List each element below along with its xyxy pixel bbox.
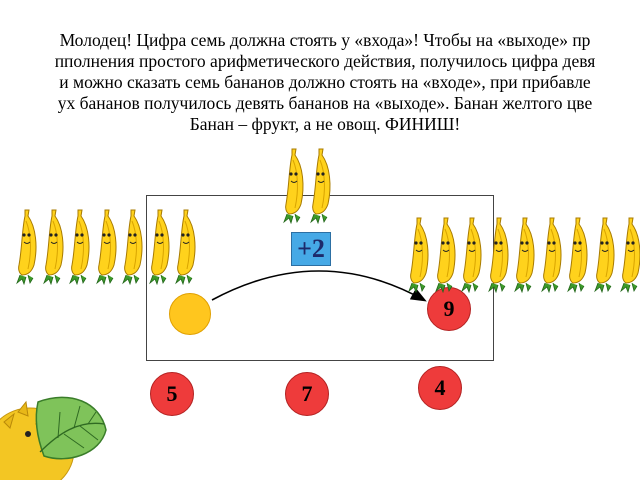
- output-banana-8: [593, 215, 620, 294]
- output-banana-1: [408, 215, 434, 294]
- added-banana-1: [283, 146, 309, 225]
- choice-button-7[interactable]: 7: [285, 372, 329, 416]
- choice-button-5[interactable]: 5: [150, 372, 194, 416]
- output-banana-3: [461, 215, 487, 294]
- added-banana-2: [310, 146, 336, 225]
- output-banana-4: [487, 215, 514, 294]
- input-circle[interactable]: [169, 293, 211, 335]
- output-banana-9: [620, 215, 640, 294]
- operation-label: +2: [291, 232, 331, 266]
- choice-button-4[interactable]: 4: [418, 366, 462, 410]
- input-banana-6: [148, 207, 175, 286]
- message-line-2: пполнения простого арифметического дейст…: [54, 51, 596, 71]
- input-banana-7: [175, 207, 201, 286]
- output-banana-6: [540, 215, 567, 294]
- output-circle: 9: [427, 287, 471, 331]
- input-banana-4: [95, 207, 122, 286]
- message-line-4: ух бананов получилось девять бананов на …: [57, 93, 593, 113]
- output-banana-2: [434, 215, 461, 294]
- message-line-3: и можно сказать семь бананов должно стоя…: [59, 72, 591, 92]
- message-line-1: Молодец! Цифра семь должна стоять у «вхо…: [59, 30, 591, 50]
- input-banana-2: [42, 207, 69, 286]
- input-banana-5: [122, 207, 148, 286]
- output-banana-5: [514, 215, 540, 294]
- input-banana-1: [16, 207, 42, 286]
- message-text: Молодец! Цифра семь должна стоять у «вхо…: [0, 30, 640, 135]
- input-banana-3: [69, 207, 95, 286]
- message-line-5: Банан – фрукт, а не овощ. ФИНИШ!: [189, 114, 461, 134]
- output-banana-7: [567, 215, 593, 294]
- chick-with-leaf-illustration: [0, 396, 107, 480]
